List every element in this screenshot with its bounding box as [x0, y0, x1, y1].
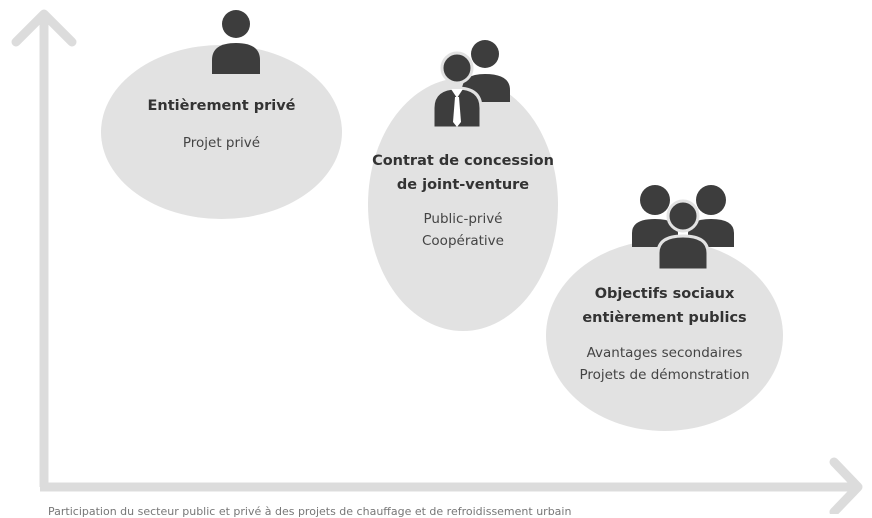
group-icon — [632, 185, 734, 271]
fully-public-line: Projets de démonstration — [579, 367, 750, 383]
fully-public-title-line: entièrement publics — [582, 310, 747, 326]
fully-private-line: Projet privé — [182, 135, 261, 151]
joint-venture-line: Public-privé — [423, 211, 503, 227]
joint-venture-title-line: Contrat de concession — [372, 153, 554, 169]
fully-public-title: Objectifs sociaux entièrement publics — [556, 282, 773, 330]
y-axis-arrow — [11, 9, 77, 47]
x-axis-caption: Participation du secteur public et privé… — [48, 505, 572, 518]
joint-venture-line: Coopérative — [422, 233, 504, 249]
joint-venture-title-line: de joint-venture — [396, 177, 530, 193]
bubble-fully-public — [546, 240, 783, 431]
single-person-icon — [212, 10, 260, 74]
fully-private-title: Entièrement privé — [147, 98, 296, 114]
business-pair-icon — [431, 40, 510, 130]
fully-public-line: Avantages secondaires — [586, 345, 743, 361]
x-axis-arrow — [829, 457, 863, 514]
fully-public-title-line: Objectifs sociaux — [594, 286, 735, 302]
joint-venture-title: Contrat de concession de joint-venture — [360, 149, 566, 197]
